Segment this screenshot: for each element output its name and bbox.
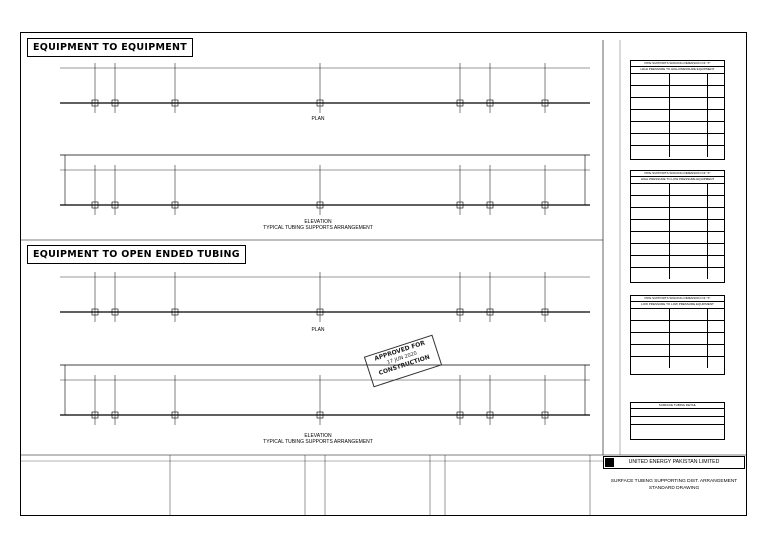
support-block [541,308,549,316]
support-block [316,99,324,107]
arrangement-label: TYPICAL TUBING SUPPORTS ARRANGEMENT [263,439,373,445]
support-block [486,411,494,419]
support-block [91,99,99,107]
support-block [111,99,119,107]
drawing-sheet [20,32,747,516]
drawing-title: SURFACE TUBING SUPPORTING DIST. ARRANGEM… [603,478,745,492]
support-block [456,411,464,419]
support-block [316,411,324,419]
table-subtitle: LOW PRESSURE TO LOW PRESSURE EQUIPMENT [631,302,724,309]
arrangement-label: TYPICAL TUBING SUPPORTS ARRANGEMENT [263,225,373,231]
drawing-title-line1: SURFACE TUBING SUPPORTING DIST. ARRANGEM… [610,479,738,484]
table-title: PIPE SUPPORTS SPACING DIMENSION OF "X" [631,61,724,68]
support-block [171,308,179,316]
drawing-title-line2: STANDARD DRAWING [648,486,700,491]
support-block [91,411,99,419]
spacing-table-hp-lp: PIPE SUPPORTS SPACING DIMENSION OF "X" H… [630,170,725,283]
support-block [486,201,494,209]
support-block [171,99,179,107]
support-block [486,99,494,107]
plan-label: PLAN [311,116,325,122]
support-block [316,201,324,209]
detail-title: SURFACE TUBING DETAIL [631,403,724,410]
company-logo [605,458,614,467]
support-block [456,308,464,316]
support-block [111,411,119,419]
support-block [456,99,464,107]
elevation-label: ELEVATION [304,219,332,225]
spacing-table-lp-lp: PIPE SUPPORTS SPACING DIMENSION OF "X" L… [630,295,725,375]
support-block [541,411,549,419]
support-block [171,411,179,419]
support-block [316,308,324,316]
surface-tubing-detail: SURFACE TUBING DETAIL [630,402,725,440]
support-block [111,201,119,209]
elevation-label: ELEVATION [304,433,332,439]
section-title-equipment-to-equipment: EQUIPMENT TO EQUIPMENT [27,38,194,57]
company-name: UNITED ENERGY PAKISTAN LIMITED [603,456,745,469]
support-block [541,99,549,107]
table-title: PIPE SUPPORTS SPACING DIMENSION OF "X" [631,296,724,303]
table-subtitle: HIGH PRESSURE TO HIGH PRESSURE EQUIPMENT [631,67,724,74]
support-block [91,201,99,209]
support-block [486,308,494,316]
section-title-equipment-to-open-ended: EQUIPMENT TO OPEN ENDED TUBING [27,245,246,264]
support-block [91,308,99,316]
plan-label: PLAN [311,327,325,333]
support-block [171,201,179,209]
support-block [456,201,464,209]
support-block [541,201,549,209]
table-title: PIPE SUPPORTS SPACING DIMENSION OF "X" [631,171,724,178]
spacing-table-hp-hp: PIPE SUPPORTS SPACING DIMENSION OF "X" H… [630,60,725,160]
support-block [111,308,119,316]
table-subtitle: HIGH PRESSURE TO LOW PRESSURE EQUIPMENT [631,177,724,184]
